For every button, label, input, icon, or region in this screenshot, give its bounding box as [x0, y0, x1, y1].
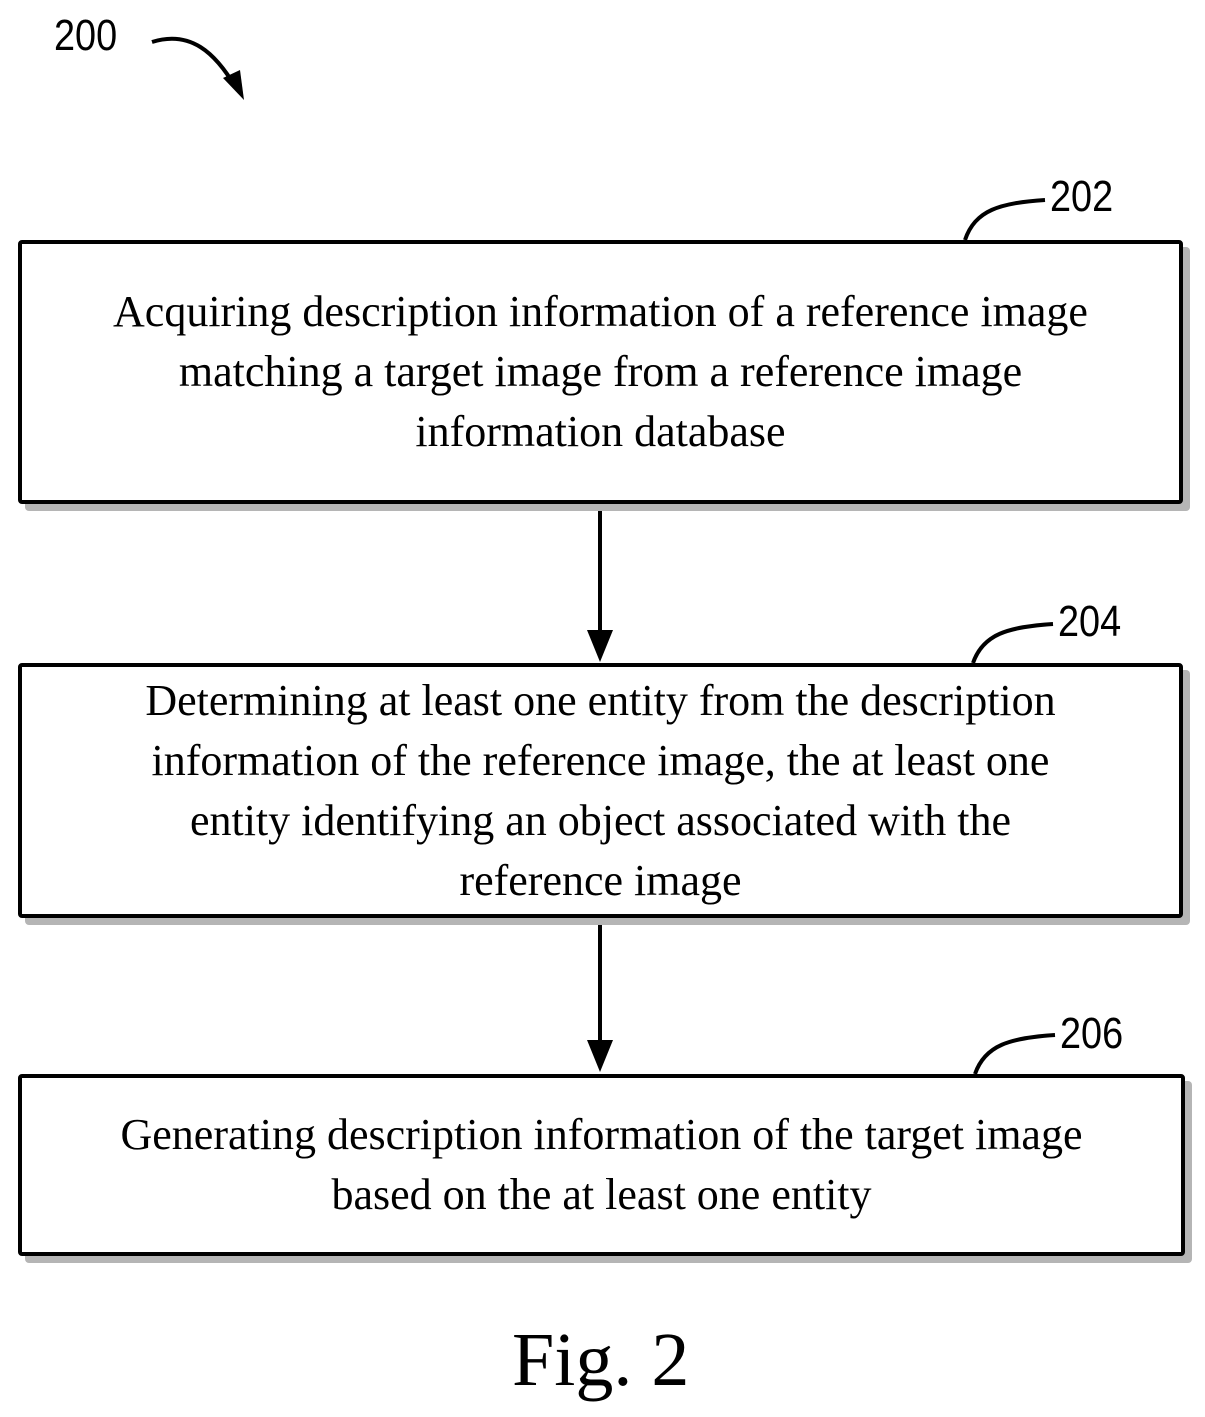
step-204-line-4: reference image [459, 851, 741, 911]
step-202-line-3: information database [415, 402, 785, 462]
step-box-206: Generating description information of th… [18, 1074, 1185, 1256]
ref-label-202: 202 [1050, 175, 1113, 219]
flow-arrow-1-head [587, 630, 613, 662]
step-206-line-1: Generating description information of th… [121, 1105, 1083, 1165]
figure-caption: Fig. 2 [512, 1322, 689, 1398]
step-206-line-2: based on the at least one entity [331, 1165, 871, 1225]
leader-line-204 [973, 624, 1053, 663]
ref-label-204: 204 [1058, 600, 1121, 644]
ref-label-206: 206 [1060, 1012, 1123, 1056]
step-204-line-2: information of the reference image, the … [152, 731, 1050, 791]
step-box-204: Determining at least one entity from the… [18, 663, 1183, 918]
step-box-202: Acquiring description information of a r… [18, 240, 1183, 504]
figure-pointer-arrow [152, 39, 236, 88]
step-202-line-2: matching a target image from a reference… [179, 342, 1022, 402]
step-204-line-3: entity identifying an object associated … [190, 791, 1011, 851]
step-202-line-1: Acquiring description information of a r… [113, 282, 1088, 342]
flow-arrow-2-head [587, 1040, 613, 1072]
leader-line-206 [975, 1035, 1055, 1074]
step-204-line-1: Determining at least one entity from the… [145, 671, 1055, 731]
leader-line-202 [965, 200, 1045, 240]
